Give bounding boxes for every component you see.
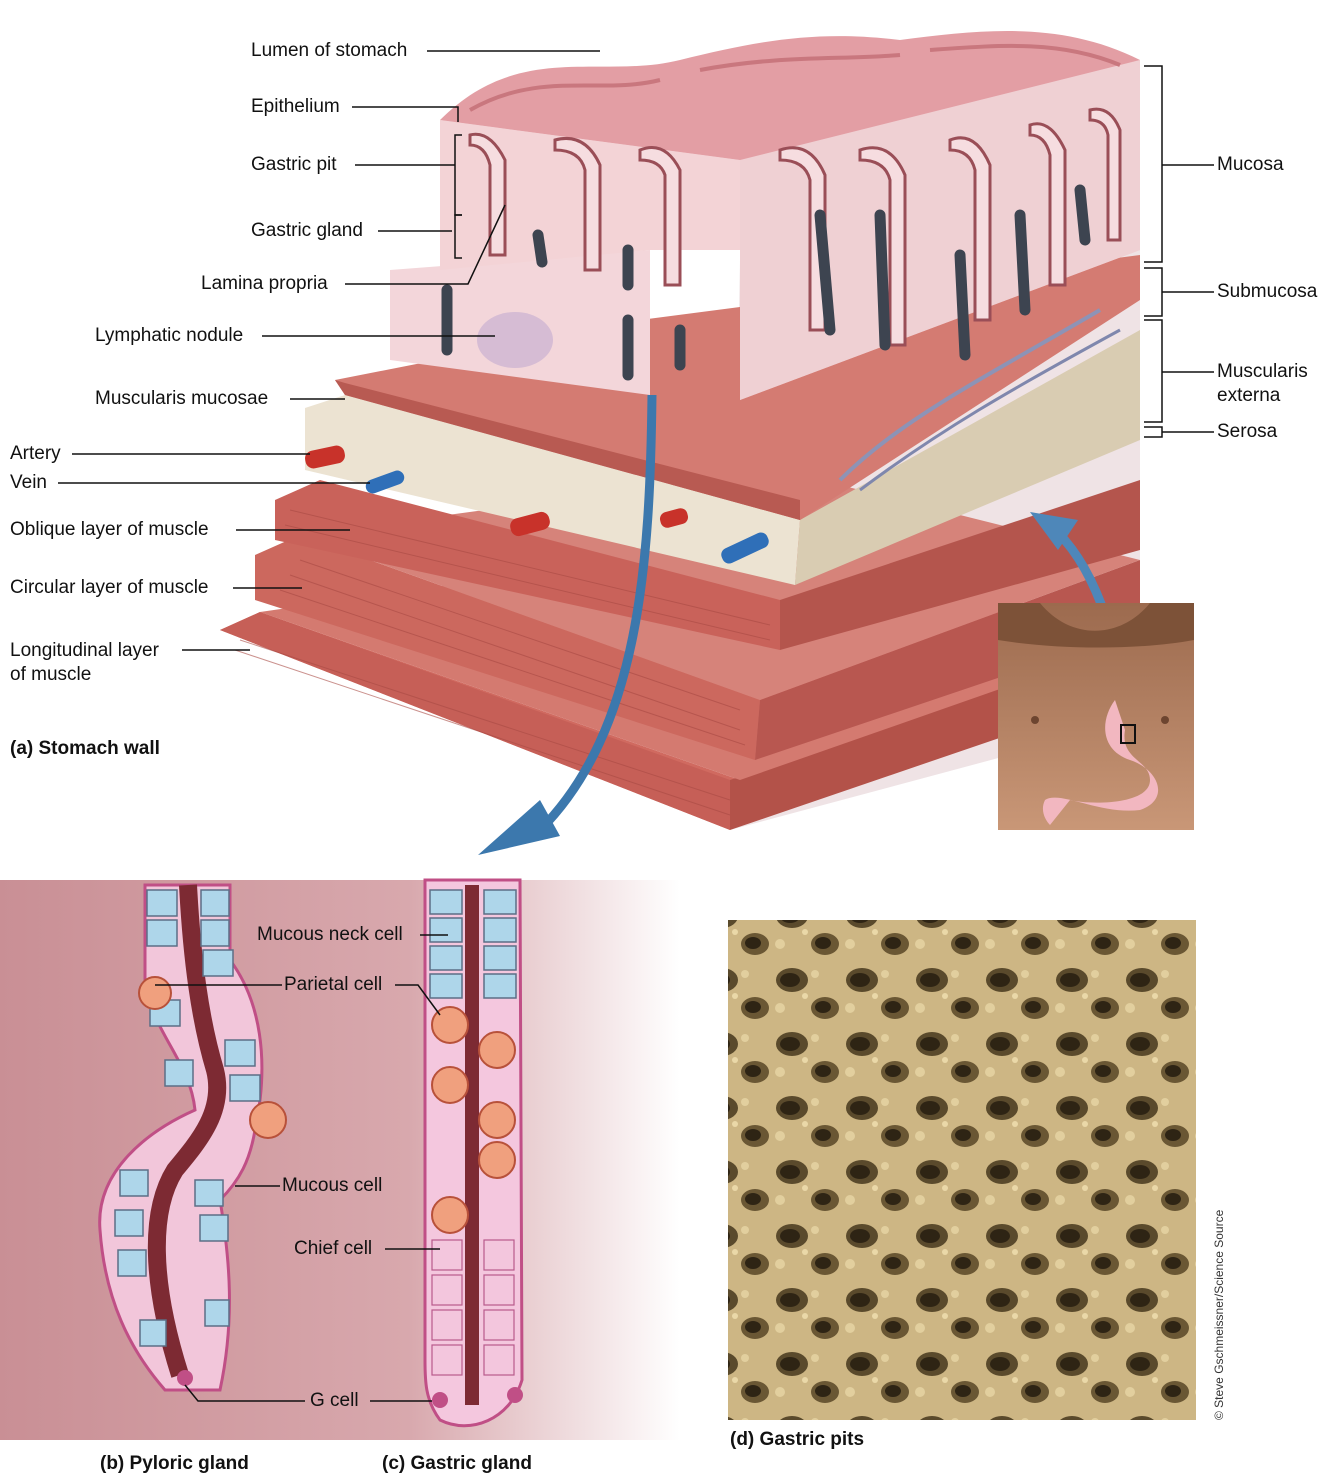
label-lumen: Lumen of stomach xyxy=(251,40,407,62)
label-longitudinal-muscle-line2: of muscle xyxy=(10,664,91,686)
label-submucosa: Submucosa xyxy=(1217,281,1317,303)
label-mucous-cell: Mucous cell xyxy=(282,1175,382,1197)
label-chief-cell: Chief cell xyxy=(294,1238,372,1260)
label-mucous-neck-cell: Mucous neck cell xyxy=(257,924,403,946)
label-artery: Artery xyxy=(10,443,61,465)
torso-inset xyxy=(998,603,1194,830)
label-circular-muscle: Circular layer of muscle xyxy=(10,577,209,599)
photo-credit: © Steve Gschmeissner/Science Source xyxy=(1212,1210,1226,1420)
label-g-cell: G cell xyxy=(310,1390,359,1412)
label-mucosa: Mucosa xyxy=(1217,154,1284,176)
gastric-pits-micrograph xyxy=(728,920,1196,1420)
label-muscularis-mucosae: Muscularis mucosae xyxy=(95,388,268,410)
label-longitudinal-muscle-line1: Longitudinal layer xyxy=(10,640,159,662)
arrow-head-down xyxy=(478,800,560,855)
label-gastric-pit: Gastric pit xyxy=(251,154,337,176)
label-lamina-propria: Lamina propria xyxy=(201,273,328,295)
label-vein: Vein xyxy=(10,472,47,494)
gland-background xyxy=(0,880,680,1440)
label-muscularis-line1: Muscularis xyxy=(1217,361,1308,383)
label-muscularis-line2: externa xyxy=(1217,385,1280,407)
caption-gastric-gland: (c) Gastric gland xyxy=(382,1453,532,1475)
caption-stomach-wall: (a) Stomach wall xyxy=(10,738,160,760)
gastric-gland xyxy=(425,880,523,1426)
label-epithelium: Epithelium xyxy=(251,96,340,118)
caption-pyloric-gland: (b) Pyloric gland xyxy=(100,1453,249,1475)
label-gastric-gland: Gastric gland xyxy=(251,220,363,242)
label-parietal-cell: Parietal cell xyxy=(284,974,382,996)
label-oblique-muscle: Oblique layer of muscle xyxy=(10,519,209,541)
label-lymphatic-nodule: Lymphatic nodule xyxy=(95,325,243,347)
label-serosa: Serosa xyxy=(1217,421,1277,443)
caption-gastric-pits: (d) Gastric pits xyxy=(730,1429,864,1451)
